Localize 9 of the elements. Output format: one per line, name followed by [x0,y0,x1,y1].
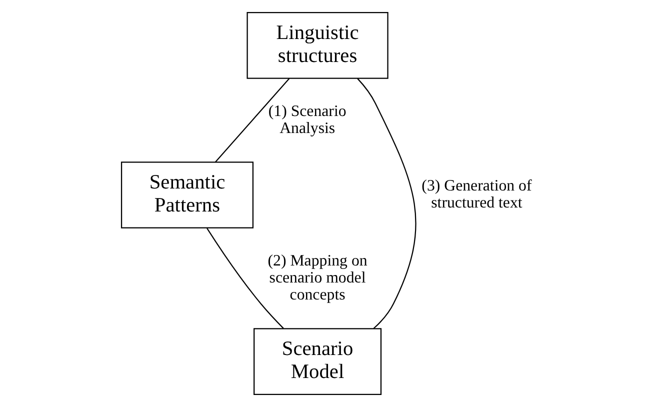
node-box: Linguistic structures [246,12,388,79]
node-box: Scenario Model [253,328,382,395]
connector [214,78,290,162]
edge-label: (2) Mapping on scenario model concepts [267,252,367,304]
edge-label: (1) Scenario Analysis [268,102,346,137]
edge-label: (3) Generation of structured text [421,178,532,212]
connector [356,78,416,329]
connector [206,228,284,329]
node-box: Semantic Patterns [120,162,254,228]
